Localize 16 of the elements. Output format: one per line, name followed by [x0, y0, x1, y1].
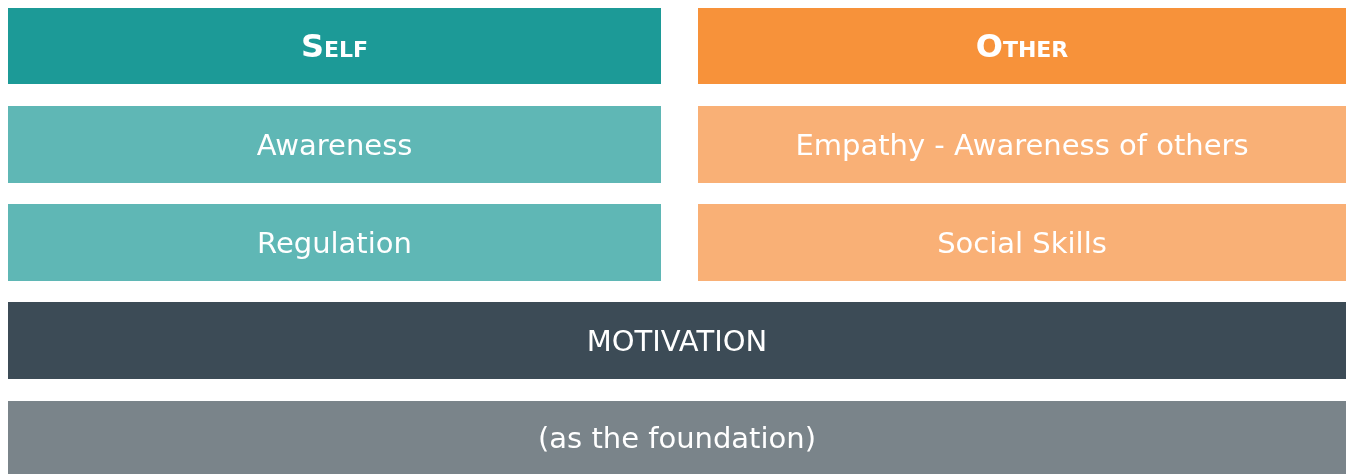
category-bar	[8, 204, 661, 281]
header-text: Self	[300, 27, 369, 65]
category-bar	[698, 204, 1346, 281]
bar-label: (as the foundation)	[538, 420, 816, 455]
bar-label: Awareness	[256, 127, 413, 162]
foundation-bar	[8, 302, 1346, 379]
header-text: Other	[975, 27, 1069, 65]
bar-label: Empathy - Awareness of others	[795, 127, 1249, 162]
foundation-bar	[8, 401, 1346, 474]
bar-label: Social Skills	[937, 225, 1107, 260]
header-bar	[698, 8, 1346, 84]
category-bar	[8, 106, 661, 183]
header-bar	[8, 8, 661, 84]
bar-label: MOTIVATION	[586, 323, 768, 358]
category-bar	[698, 106, 1346, 183]
bar-label: Regulation	[257, 225, 412, 260]
